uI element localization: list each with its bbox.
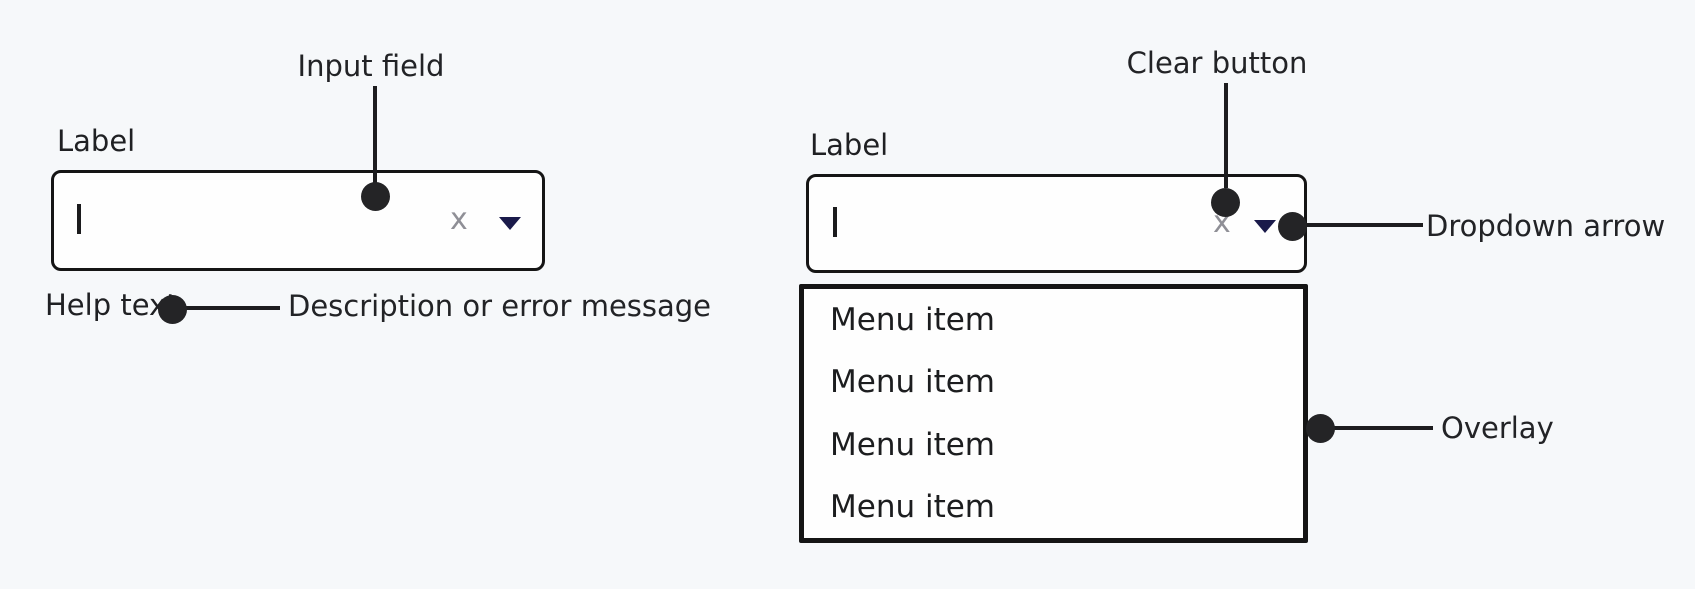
input-field-callout-dot bbox=[361, 182, 390, 211]
left-dropdown-arrow-icon[interactable] bbox=[499, 217, 521, 230]
menu-item[interactable]: Menu item bbox=[830, 302, 996, 339]
menu-item[interactable]: Menu item bbox=[830, 364, 996, 401]
left-help-text: Help text bbox=[45, 288, 178, 322]
dropdown-arrow-callout-dot bbox=[1278, 212, 1307, 241]
overlay-annotation-label: Overlay bbox=[1441, 411, 1554, 445]
left-text-cursor bbox=[77, 204, 81, 234]
overlay-callout-line bbox=[1333, 426, 1433, 430]
help-text-callout-dot bbox=[158, 295, 187, 324]
overlay-callout-dot bbox=[1306, 414, 1335, 443]
left-combobox-input[interactable] bbox=[51, 170, 545, 271]
overlay-menu: Menu item Menu item Menu item Menu item bbox=[799, 284, 1308, 543]
left-combobox-label: Label bbox=[57, 124, 136, 158]
right-dropdown-arrow-icon[interactable] bbox=[1254, 220, 1276, 233]
right-combobox-label: Label bbox=[810, 128, 889, 162]
input-field-annotation-label: Input field bbox=[297, 49, 445, 83]
clear-button-callout-line bbox=[1224, 83, 1228, 188]
input-field-callout-line bbox=[373, 86, 377, 183]
help-text-annotation-label: Description or error message bbox=[288, 289, 712, 323]
dropdown-arrow-annotation-label: Dropdown arrow bbox=[1426, 209, 1666, 243]
menu-item[interactable]: Menu item bbox=[830, 426, 996, 463]
dropdown-arrow-callout-line bbox=[1303, 223, 1423, 227]
left-clear-x-icon[interactable]: x bbox=[450, 202, 468, 237]
menu-item[interactable]: Menu item bbox=[830, 488, 996, 525]
clear-button-annotation-label: Clear button bbox=[1126, 46, 1308, 80]
clear-button-callout-dot bbox=[1211, 188, 1240, 217]
right-text-cursor bbox=[833, 207, 837, 237]
help-text-callout-line bbox=[178, 306, 280, 310]
